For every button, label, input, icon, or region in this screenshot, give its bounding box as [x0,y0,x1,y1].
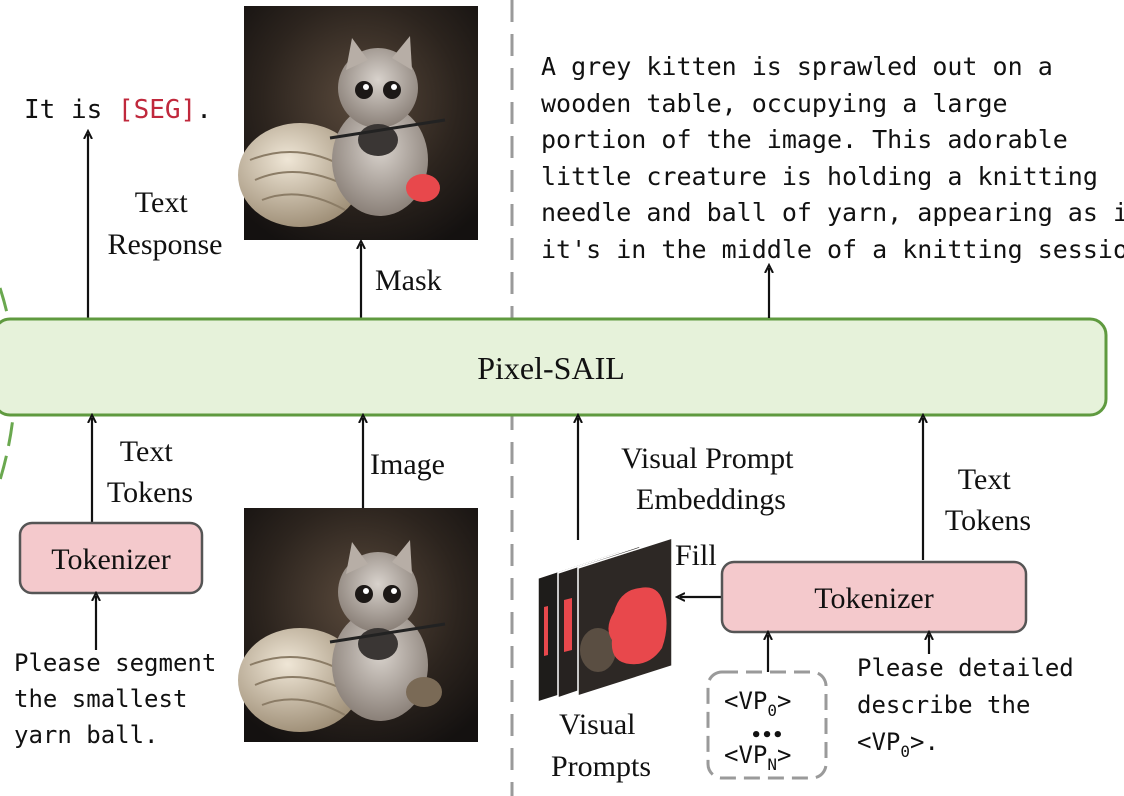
instruction-text-right: Please detailed describe the <VP0>. [857,654,1088,761]
caption-text: A grey kitten is sprawled out on a woode… [541,52,1124,264]
text-response-label: Text Response [108,186,223,261]
tokenizer-box-left [18,521,204,595]
tokenizer-box-right [720,560,1028,634]
pixel-sail-block [0,317,1108,417]
instruction-text-left: Please segment the smallest yarn ball. [14,649,231,749]
mask-label: Mask [375,264,442,297]
vp-tokens-box [706,670,828,780]
vp-token-first: <VP0> [724,687,791,720]
seg-token: [SEG] [118,95,196,125]
decorative-arc [0,287,17,481]
mask-output-image [238,6,478,240]
text-tokens-label-right: Text Tokens [945,463,1031,537]
pixel-sail-label: Pixel-SAIL [477,350,625,386]
vp-embeddings-label: Visual Prompt Embeddings [621,442,801,516]
tokenizer-label-right: Tokenizer [814,582,934,615]
input-image [238,508,478,742]
image-label: Image [370,448,445,481]
visual-prompts-stack [537,536,673,704]
vp-token-ellipsis: ••• [751,725,784,746]
vp-token-last: <VPN> [724,741,791,774]
text-tokens-label-left: Text Tokens [107,435,193,509]
output-text: It is [SEG]. [24,95,212,125]
fill-label: Fill [675,539,717,572]
tokenizer-label-left: Tokenizer [51,543,171,576]
visual-prompts-label: Visual Prompts [551,708,651,783]
